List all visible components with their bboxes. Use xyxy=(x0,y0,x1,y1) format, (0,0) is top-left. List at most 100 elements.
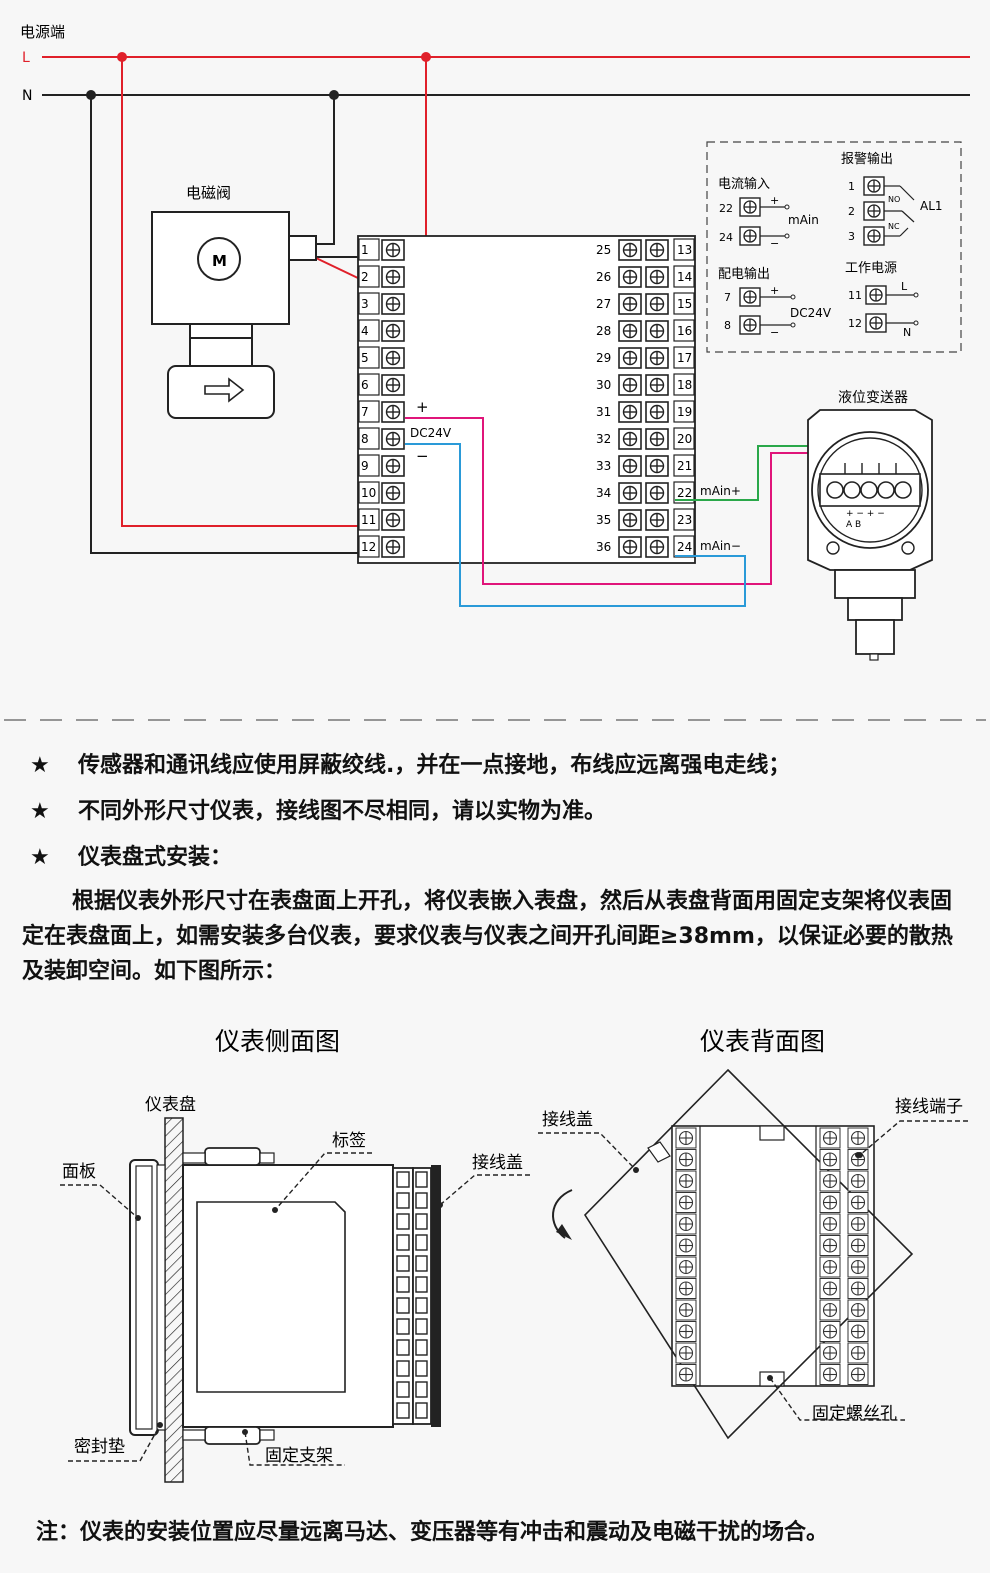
terminal-rib xyxy=(415,1276,428,1293)
terminal-label: 27 xyxy=(596,297,611,311)
back-terminal xyxy=(847,1170,869,1192)
legend-al-term-1: 1 xyxy=(848,180,855,193)
legend-wp-term-11: 11 xyxy=(848,289,862,302)
terminal-label: 16 xyxy=(677,324,692,338)
terminal-label: 5 xyxy=(361,351,369,365)
terminal-1: 1 xyxy=(358,238,405,261)
legend-current-input: 电流输入 xyxy=(718,176,770,192)
terminal-2: 2 xyxy=(358,265,405,288)
terminal-23: 23 xyxy=(673,508,695,531)
legend-al-nc: NC xyxy=(888,222,900,231)
terminal-label: 21 xyxy=(677,459,692,473)
back-terminal xyxy=(847,1299,869,1321)
terminal-16: 16 xyxy=(673,319,695,342)
back-terminal xyxy=(819,1148,841,1171)
terminal-14: 14 xyxy=(673,265,695,288)
note-item: ★ 不同外形尺寸仪表，接线图不尽相同，请以实物为准。 xyxy=(30,798,970,826)
legend-alarm-output: 报警输出 xyxy=(841,151,893,167)
legend-wp-l: L xyxy=(901,280,908,293)
wire-n-to-12 xyxy=(90,95,360,554)
terminal-33: 33 xyxy=(596,455,669,477)
terminal-rib xyxy=(396,1234,410,1251)
back-terminal xyxy=(675,1342,697,1364)
ain-minus-label: mAin− xyxy=(700,539,741,553)
note-text: 仪表盘式安装： xyxy=(78,845,233,870)
terminal-27: 27 xyxy=(596,293,669,315)
back-terminal xyxy=(819,1170,841,1192)
wire-valve-n xyxy=(316,95,335,245)
terminal-rib xyxy=(396,1360,410,1377)
terminal-rib xyxy=(396,1297,410,1314)
terminal-label: 28 xyxy=(596,324,611,338)
terminal-rib xyxy=(415,1234,428,1251)
terminal-32: 32 xyxy=(596,428,669,450)
back-terminal xyxy=(819,1234,841,1257)
terminal-rib xyxy=(396,1381,410,1398)
terminal-36: 36 xyxy=(596,536,669,558)
back-terminal xyxy=(847,1191,869,1214)
legend-al-label: AL1 xyxy=(920,199,943,213)
terminal-label: 30 xyxy=(596,378,611,392)
back-terminal xyxy=(675,1299,697,1321)
side-view-title: 仪表侧面图 xyxy=(215,1027,340,1056)
terminal-rib xyxy=(396,1402,410,1419)
terminal-label: 13 xyxy=(677,243,692,257)
installation-drawings: 仪表侧面图 仪表背面图 仪表盘 面板 标签 接线盖 密封垫 固定支架 xyxy=(60,1027,968,1483)
back-terminal xyxy=(847,1234,869,1257)
terminal-label: 1 xyxy=(361,243,369,257)
back-terminal xyxy=(819,1256,841,1278)
terminal-label: 35 xyxy=(596,513,611,527)
solenoid-valve: M xyxy=(151,211,317,419)
back-terminal xyxy=(847,1342,869,1364)
back-terminal xyxy=(675,1256,697,1278)
legend-al-no: NO xyxy=(888,195,900,204)
installation-notes: ★ 传感器和通讯线应使用屏蔽绞线.，并在一点接地，布线应远离强电走线； ★ 不同… xyxy=(22,752,970,989)
terminals-label: 接线端子 xyxy=(895,1097,963,1117)
back-terminal xyxy=(675,1213,697,1235)
terminal-rib xyxy=(396,1276,410,1293)
terminal-label: 7 xyxy=(361,405,369,419)
terminal-28: 28 xyxy=(596,320,669,342)
terminal-label: 9 xyxy=(361,459,369,473)
terminal-label: 15 xyxy=(677,297,692,311)
note-text: 不同外形尺寸仪表，接线图不尽相同，请以实物为准。 xyxy=(78,799,607,824)
ain-plus-label: mAin+ xyxy=(700,484,741,498)
wire-valve-red xyxy=(315,257,361,280)
terminal-rib xyxy=(415,1297,428,1314)
terminal-31: 31 xyxy=(596,401,669,423)
terminal-label: 4 xyxy=(361,324,369,338)
terminal-label: 11 xyxy=(361,513,376,527)
valve-label: 电磁阀 xyxy=(186,184,231,202)
legend-power-output: 配电输出 xyxy=(718,266,770,282)
terminal-label: 17 xyxy=(677,351,692,365)
terminal-rib xyxy=(415,1171,428,1188)
terminal-label: 29 xyxy=(596,351,611,365)
note-text: 传感器和通讯线应使用屏蔽绞线.，并在一点接地，布线应远离强电走线； xyxy=(78,753,791,778)
terminal-rib xyxy=(396,1339,410,1356)
wire-l-to-11 xyxy=(121,57,360,527)
terminal-rib xyxy=(415,1360,428,1377)
terminal-label: 34 xyxy=(596,486,611,500)
back-terminal xyxy=(819,1213,841,1235)
terminal-label: 33 xyxy=(596,459,611,473)
back-terminal xyxy=(819,1299,841,1321)
terminal-30: 30 xyxy=(596,374,669,396)
legend-al-term-3: 3 xyxy=(848,230,855,243)
back-terminal xyxy=(675,1277,697,1300)
power-source-label: 电源端 xyxy=(20,23,65,41)
back-terminal xyxy=(675,1127,697,1149)
legend-ci-term-24: 24 xyxy=(719,231,733,244)
back-terminal xyxy=(847,1256,869,1278)
terminal-rib xyxy=(396,1213,410,1230)
terminal-34: 34 xyxy=(596,482,669,504)
terminal-rib xyxy=(396,1318,410,1335)
terminal-label: 24 xyxy=(677,540,692,554)
back-terminal xyxy=(819,1277,841,1300)
terminal-label: 3 xyxy=(361,297,369,311)
terminal-5: 5 xyxy=(358,346,405,369)
terminal-label: 36 xyxy=(596,540,611,554)
tag-label: 标签 xyxy=(332,1131,366,1151)
terminal-35: 35 xyxy=(596,509,669,531)
terminal-rib xyxy=(415,1402,428,1419)
